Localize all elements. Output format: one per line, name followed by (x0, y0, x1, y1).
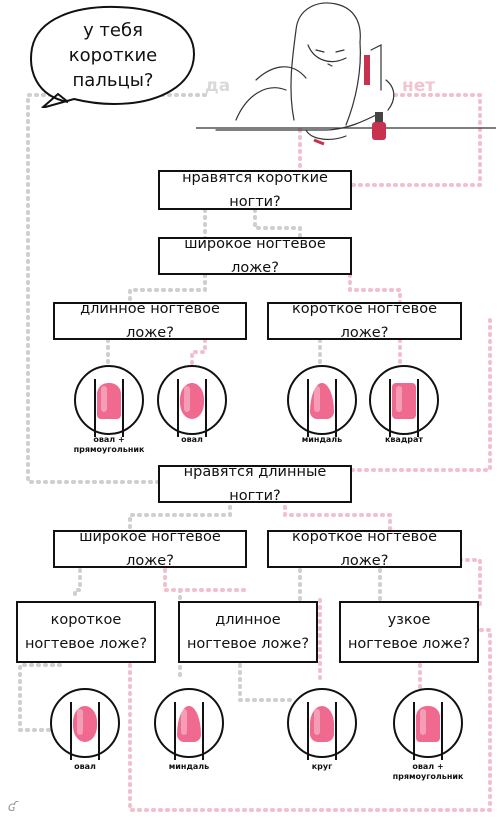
bubble-question: у тебя короткие пальцы? (68, 20, 158, 91)
answer-no-label: нет (402, 76, 436, 96)
nail-plate (73, 706, 97, 742)
result-label: овал + прямоугольник (392, 762, 464, 781)
nail-result-round (287, 688, 357, 760)
nail-plate (310, 706, 334, 742)
question-long-nail-bed: длинное ногтевое ложе? (53, 301, 247, 341)
nail-result-oval (157, 365, 227, 437)
question-wide-nail-bed: широкое ногтевое ложе? (158, 236, 352, 276)
nail-result-oval-2 (50, 688, 120, 760)
nail-result-almond (287, 365, 357, 437)
question-short-nail-bed-2: короткое ногтевое ложе? (267, 529, 462, 569)
question-short-nail-bed-3: короткое ногтевое ложе? (16, 601, 156, 663)
nail-result-oval-rectangle-2 (393, 688, 463, 760)
girl-painting-nails-illustration (196, 2, 496, 146)
nail-plate (177, 706, 201, 742)
result-label: миндаль (168, 762, 210, 771)
answer-yes-label: да (205, 76, 231, 96)
question-short-nail-bed: короткое ногтевое ложе? (267, 301, 462, 341)
result-label: миндаль (301, 435, 343, 444)
nail-result-almond-2 (154, 688, 224, 760)
speech-bubble (30, 5, 196, 108)
result-label: квадрат (384, 435, 424, 444)
result-label: овал (74, 762, 96, 771)
question-likes-long-nails: нравятся длинные ногти? (158, 464, 352, 504)
nail-result-square (369, 365, 439, 437)
question-wide-nail-bed-2: широкое ногтевое ложе? (53, 529, 247, 569)
result-label: овал (181, 435, 203, 444)
question-likes-short-nails: нравятся короткие ногти? (158, 170, 352, 210)
nail-plate (392, 383, 416, 419)
nail-plate (310, 383, 334, 419)
result-label: овал + прямоугольник (73, 435, 145, 454)
question-long-nail-bed-3: длинное ногтевое ложе? (178, 601, 318, 663)
nail-result-oval-rectangle (74, 365, 144, 437)
nail-plate (416, 706, 440, 742)
nail-plate (97, 383, 121, 419)
question-narrow-nail-bed: узкое ногтевое ложе? (339, 601, 479, 663)
result-label: круг (311, 762, 333, 771)
nail-plate (180, 383, 204, 419)
artist-signature-mark: ʛ (8, 800, 18, 815)
